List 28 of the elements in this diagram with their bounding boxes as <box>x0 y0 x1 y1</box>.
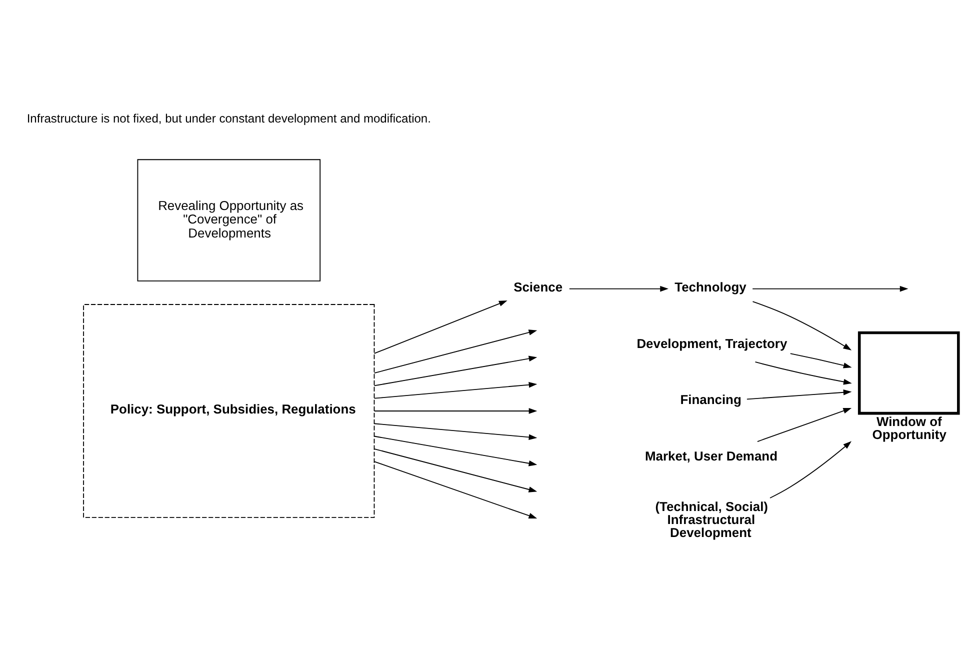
arrow <box>757 408 852 442</box>
arrow <box>790 353 852 368</box>
arrow <box>770 441 852 498</box>
node-box: Revealing Opportunity as "Covergence" of Developments <box>137 159 321 282</box>
node-text: Financing <box>680 392 742 408</box>
node-text: Science <box>514 279 563 294</box>
arrow <box>374 382 538 399</box>
node-text: Technology <box>674 279 746 294</box>
node-text: (Technical, Social) Infrastructural Development <box>655 499 768 540</box>
arrow <box>374 408 538 414</box>
node-label: Window of Opportunity <box>872 414 946 442</box>
arrow <box>374 448 538 492</box>
node-text: Development, Trajectory <box>636 336 788 351</box>
arrow <box>752 286 908 292</box>
arrow <box>754 362 852 385</box>
arrow <box>374 436 538 466</box>
arrow <box>752 301 852 350</box>
label: Infrastructure is not fixed, but under constant development and modification. <box>26 112 431 126</box>
node-text: Market, User Demand <box>645 448 778 464</box>
arrow <box>568 286 668 292</box>
node-box: Policy: Support, Subsidies, Regulations <box>83 304 375 518</box>
arrow <box>374 330 538 374</box>
node-box <box>858 331 960 415</box>
arrow <box>746 389 852 400</box>
arrow <box>374 423 538 440</box>
arrow <box>374 461 538 518</box>
arrow <box>374 356 538 386</box>
arrow <box>374 300 508 354</box>
